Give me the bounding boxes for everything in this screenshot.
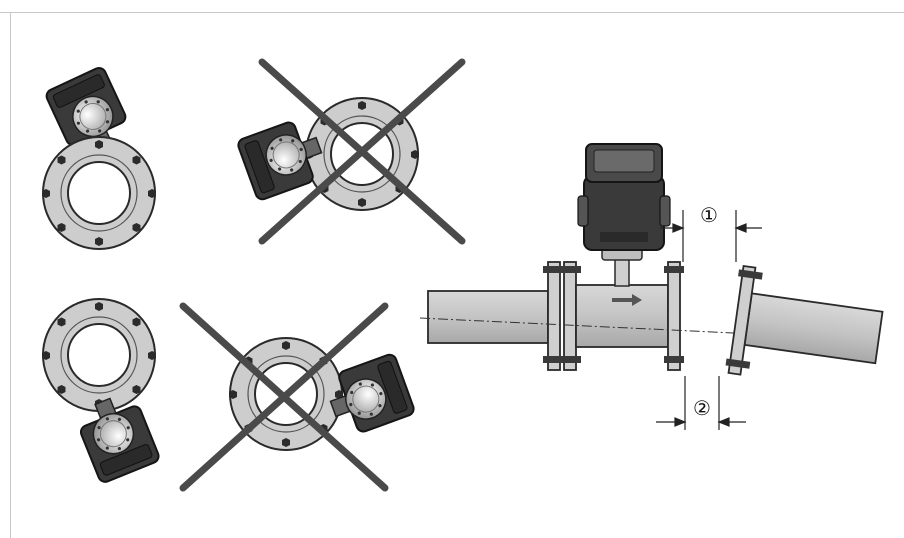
flow-direction-arrow bbox=[612, 294, 642, 306]
callout-1-label: ① bbox=[700, 203, 718, 227]
inlet-pipe bbox=[427, 290, 549, 344]
frame-left-border bbox=[10, 12, 11, 538]
converter-head bbox=[577, 143, 671, 251]
dimension-2 bbox=[656, 376, 746, 430]
meter-body bbox=[575, 284, 669, 348]
mounting-wrong-right bbox=[179, 302, 417, 492]
side-view-meter bbox=[419, 143, 884, 430]
mounting-correct-bottom bbox=[41, 298, 162, 485]
frame-top-border bbox=[0, 12, 904, 13]
wrong-cross-mark bbox=[258, 58, 466, 245]
mounting-correct-top bbox=[41, 64, 157, 250]
misaligned-pipe bbox=[725, 264, 884, 376]
dimension-1 bbox=[660, 210, 762, 262]
callout-2-label: ② bbox=[693, 396, 711, 420]
mounting-wrong-left bbox=[235, 58, 466, 245]
wrong-cross-mark bbox=[179, 302, 389, 492]
